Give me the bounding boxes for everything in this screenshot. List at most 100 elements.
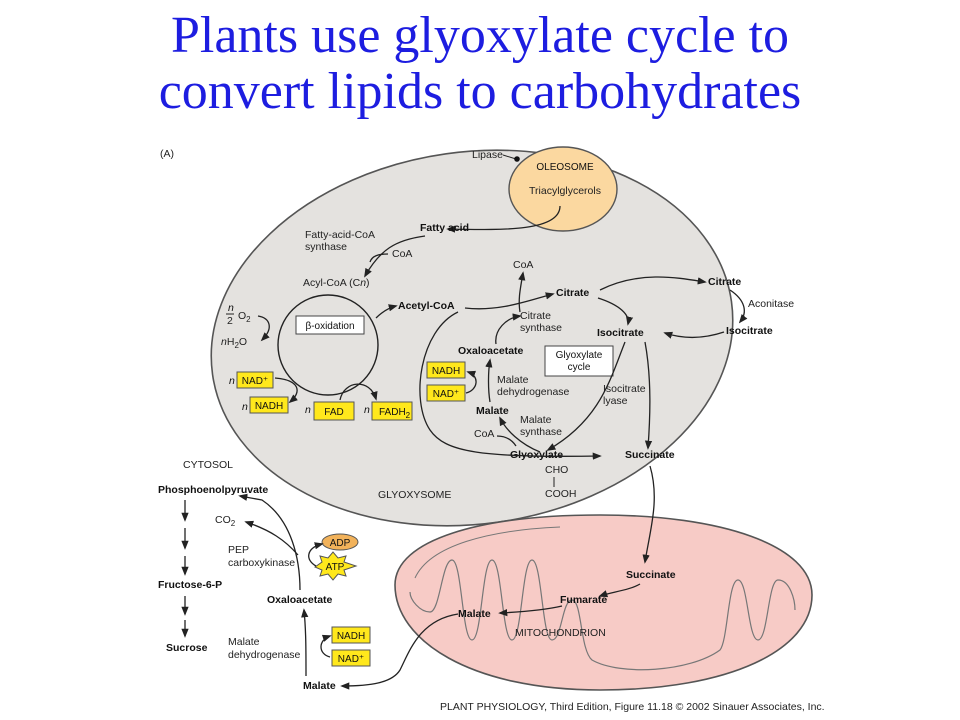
malate-dh-label-1: Malate — [497, 374, 529, 386]
acetyl-coa-to-glyoxylate-arc — [419, 311, 602, 460]
mito-fumarate-label: Fumarate — [560, 594, 607, 606]
fad-label: FAD — [324, 407, 343, 418]
mdh-label-2: dehydrogenase — [228, 649, 301, 661]
malate-dh-label-2: dehydrogenase — [497, 386, 570, 398]
pepck-label-1: PEP — [228, 544, 249, 556]
fumarate-to-malate-arrow — [498, 605, 563, 617]
malate-to-oxaloacetate-arrow — [485, 358, 493, 403]
coa-released-arrow — [518, 271, 526, 313]
nad-label-cytosol: NAD⁺ — [338, 654, 364, 665]
acetyl-coa-to-citrate-arrow — [464, 292, 555, 310]
n-nadh-coef: n — [242, 401, 248, 413]
cytosol-malate-label: Malate — [303, 680, 336, 692]
nad-box-cytosol — [331, 649, 371, 667]
nadh-box-cycle — [426, 361, 466, 379]
glyoxylate-cycle-box — [544, 345, 614, 377]
beta-oxidation-label: β-oxidation — [305, 321, 354, 332]
oleosome-label: OLEOSOME — [536, 162, 594, 173]
isocitrate-to-glyoxylate-arrow — [546, 341, 626, 451]
succinate-glyoxysome-label: Succinate — [625, 449, 675, 461]
o2-label: O2 — [238, 310, 251, 324]
n-over-2-numerator: n — [228, 302, 234, 314]
nad-label-cycle: NAD⁺ — [433, 389, 459, 400]
pep-label: Phosphoenolpyruvate — [158, 484, 268, 496]
malate-export-arrow — [340, 613, 459, 690]
nadh-box-cytosol — [331, 626, 371, 644]
nh2o-label: nH2O — [221, 336, 247, 350]
cytosol-citrate-label: Citrate — [708, 276, 741, 288]
fadh2-box — [371, 401, 413, 421]
adp-badge — [321, 533, 359, 551]
n-over-2-denominator: 2 — [227, 315, 233, 327]
acetyl-coa-label: Acetyl-CoA — [398, 300, 455, 312]
cytosol-label: CYTOSOL — [183, 459, 233, 471]
nad-to-nadh-arrow — [274, 377, 298, 404]
f6p-label: Fructose-6-P — [158, 579, 222, 591]
malate-synthase-label-1: Malate — [520, 414, 552, 426]
glyoxysome-membrane — [210, 149, 734, 527]
lipase-label: Lipase — [472, 149, 503, 161]
slide-title: Plants use glyoxylate cycle to convert l… — [0, 8, 960, 120]
lipase-pointer — [502, 154, 517, 160]
beta-oxidation-cycle — [277, 294, 379, 396]
coa-malate-arrow — [496, 435, 517, 447]
atp-to-adp-arrow — [308, 542, 324, 567]
oaa-to-pep-arrow — [238, 493, 301, 591]
succinate-to-fumarate-arrow — [598, 583, 641, 598]
nad-box-beta — [236, 371, 274, 389]
n-fadh2-coef: n — [364, 404, 370, 416]
coa-input-label: CoA — [392, 248, 412, 260]
nad-to-nadh-cycle-arrow — [465, 370, 477, 394]
isocitrate-lyase-label-1: Isocitrate — [603, 383, 646, 395]
lipase-dot — [514, 156, 520, 162]
mitochondrion-label: MITOCHONDRION — [515, 627, 606, 639]
nad-box-cycle — [426, 384, 466, 402]
title-line-2: convert lipids to carbohydrates — [158, 63, 802, 120]
pepck-label-2: carboxykinase — [228, 557, 295, 569]
coa-input-arrow — [369, 253, 389, 263]
coa-malate-label: CoA — [474, 428, 494, 440]
n-fad-coef: n — [305, 404, 311, 416]
coa-released-label: CoA — [513, 259, 533, 271]
panel-label: (A) — [160, 148, 174, 160]
mito-malate-label: Malate — [458, 608, 491, 620]
cytosol-oxaloacetate-label: Oxaloacetate — [267, 594, 333, 606]
nadh-label-beta: NADH — [255, 401, 283, 412]
figure-citation: PLANT PHYSIOLOGY, Third Edition, Figure … — [440, 701, 825, 713]
malate-to-oaa-cytosol-arrow — [301, 608, 309, 677]
aconitase-arrow — [729, 289, 748, 324]
oleosome — [508, 146, 618, 232]
atp-badge — [313, 551, 358, 581]
nadh-box-beta — [249, 396, 289, 414]
cho-label: CHO — [545, 464, 568, 476]
isocitrate-to-succinate-arrow — [644, 341, 653, 450]
oxaloacetate-label: Oxaloacetate — [458, 345, 524, 357]
fatty-acid-label: Fatty acid — [420, 222, 469, 234]
fa-coa-synthase-label-2: synthase — [305, 241, 347, 253]
glyoxylate-to-malate-arrow — [499, 416, 541, 453]
glyoxylate-label: Glyoxylate — [510, 449, 563, 461]
nadh-label-cytosol: NADH — [337, 631, 365, 642]
beta-oxidation-box — [295, 315, 365, 335]
n-nad-coef: n — [229, 375, 235, 387]
aconitase-label: Aconitase — [748, 298, 794, 310]
tag-to-fatty-acid-arrow — [446, 205, 561, 233]
citrate-label: Citrate — [556, 287, 589, 299]
isocitrate-import-arrow — [663, 331, 725, 339]
atp-label: ATP — [326, 562, 345, 573]
beta-ox-to-acetyl-coa-arrow — [375, 304, 398, 319]
oxaloacetate-to-citrate-arrow — [495, 313, 522, 345]
mito-succinate-label: Succinate — [626, 569, 676, 581]
nad-to-nadh-cytosol-arrow — [320, 634, 332, 658]
co2-release-arrow — [244, 520, 299, 556]
citrate-export-arrow — [599, 276, 707, 291]
sucrose-label: Sucrose — [166, 642, 208, 654]
o2-to-h2o-arrow — [257, 315, 270, 342]
isocitrate-lyase-label-2: lyase — [603, 395, 628, 407]
co2-label: CO2 — [215, 514, 236, 528]
citrate-synthase-label-2: synthase — [520, 322, 562, 334]
malate-label: Malate — [476, 405, 509, 417]
mitochondrion — [394, 514, 813, 691]
succinate-import-arrow — [642, 465, 655, 564]
